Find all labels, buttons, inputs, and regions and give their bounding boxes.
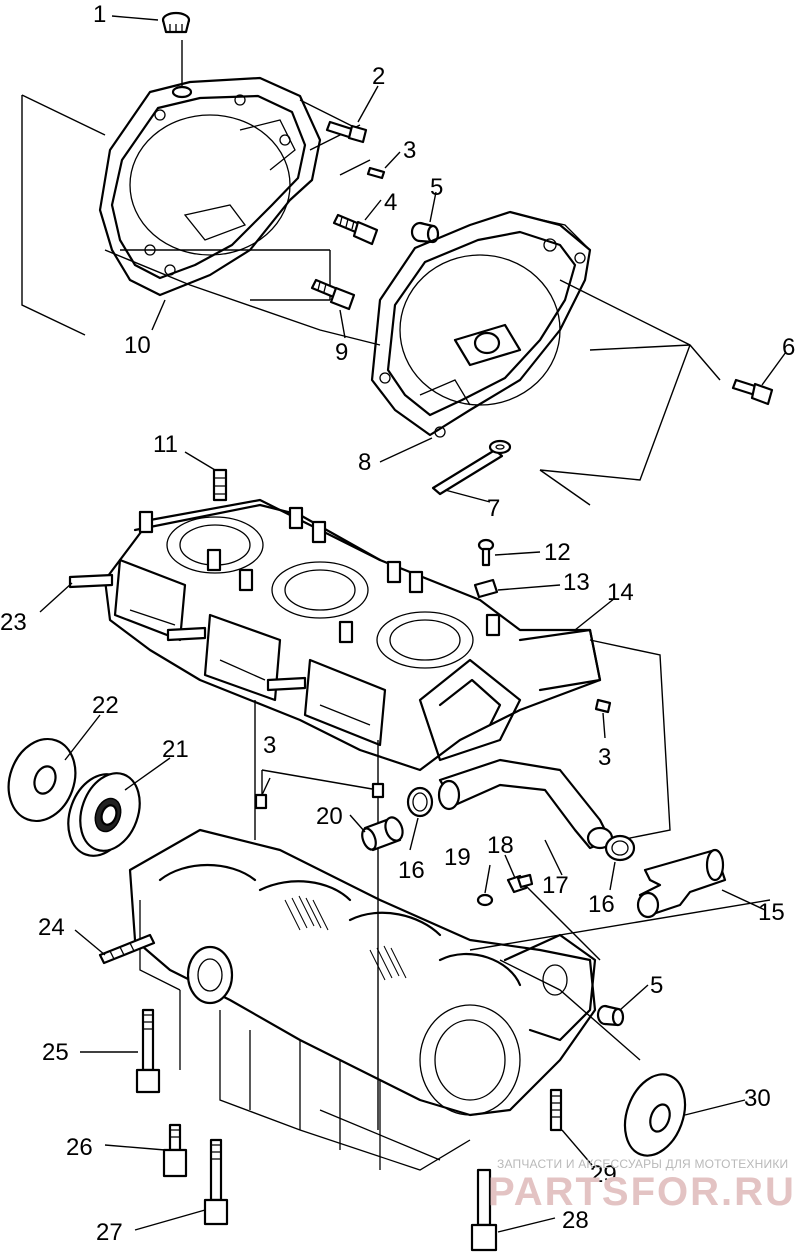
callout-3-right: 3	[598, 744, 611, 771]
callout-28: 28	[562, 1207, 589, 1234]
leader-lines	[39, 15, 787, 1233]
crankcase-lower	[128, 828, 597, 1171]
bolt-12	[477, 538, 495, 567]
callout-3: 3	[403, 137, 416, 164]
callout-10: 10	[124, 332, 151, 359]
callout-17: 17	[542, 872, 569, 899]
bolt-18	[506, 873, 534, 894]
callout-5-lower: 5	[650, 972, 663, 999]
callout-29: 29	[590, 1161, 617, 1188]
cover-housing-right	[370, 210, 592, 438]
bolt-26	[162, 1123, 188, 1178]
callout-20: 20	[316, 803, 343, 830]
bushing-20	[361, 816, 404, 852]
callout-7: 7	[487, 495, 500, 522]
strap-7	[431, 439, 512, 496]
dowel-pin-3-top	[366, 166, 386, 180]
seal-21	[67, 772, 141, 857]
callout-3-center: 3	[263, 732, 276, 759]
callout-16-right: 16	[588, 891, 615, 918]
cover-housing-left	[98, 76, 322, 297]
bolt-27	[203, 1138, 229, 1226]
hose-clamp-16-right	[604, 834, 636, 862]
callout-25: 25	[42, 1039, 69, 1066]
callout-11: 11	[153, 431, 178, 458]
bolt-6	[731, 378, 774, 406]
tee-fitting-15	[636, 848, 727, 919]
plate-13	[473, 578, 499, 599]
callout-21: 21	[162, 736, 189, 763]
callout-26: 26	[66, 1134, 93, 1161]
callout-19: 19	[444, 844, 471, 871]
callout-5: 5	[430, 174, 443, 201]
bolt-29	[549, 1088, 563, 1132]
callout-22: 22	[92, 692, 119, 719]
washer-19	[476, 893, 494, 907]
crankcase-upper	[68, 468, 602, 772]
callout-23: 23	[0, 609, 27, 636]
callout-6: 6	[782, 334, 795, 361]
callout-4: 4	[384, 189, 397, 216]
callout-9: 9	[335, 339, 348, 366]
callout-15: 15	[758, 899, 785, 926]
seal-22	[7, 737, 77, 823]
callout-2: 2	[372, 63, 385, 90]
projection-lines-middle	[254, 639, 771, 1130]
watermark-logo: PARTSFOR.RU	[488, 1170, 796, 1214]
projection-lines-upper	[21, 94, 721, 506]
callout-24: 24	[38, 914, 65, 941]
callout-14: 14	[607, 579, 634, 606]
bushing-5-top	[410, 221, 440, 244]
hose-clamp-16-left	[406, 786, 434, 818]
bolt-28	[470, 1168, 498, 1252]
dowel-pin-3-right	[594, 698, 612, 714]
bushing-5-lower	[596, 1004, 625, 1027]
stud-24	[98, 933, 156, 965]
callout-1: 1	[93, 1, 106, 28]
bolt-9	[310, 278, 356, 311]
bolt-25	[135, 1008, 161, 1094]
hose-17	[437, 758, 614, 850]
callout-8: 8	[358, 449, 371, 476]
callout-27: 27	[96, 1219, 123, 1246]
cap-plug	[161, 11, 193, 99]
callout-12: 12	[544, 539, 571, 566]
callout-13: 13	[563, 569, 590, 596]
callout-18: 18	[487, 832, 514, 859]
bolt-2	[325, 120, 368, 144]
bolt-4	[332, 213, 379, 246]
callout-16-left: 16	[398, 857, 425, 884]
seal-30	[623, 1073, 687, 1157]
watermark-caption: ЗАПЧАСТИ И АКСЕССУАРЫ ДЛЯ МОТОТЕХНИКИ	[497, 1157, 789, 1171]
callout-30: 30	[744, 1085, 771, 1112]
